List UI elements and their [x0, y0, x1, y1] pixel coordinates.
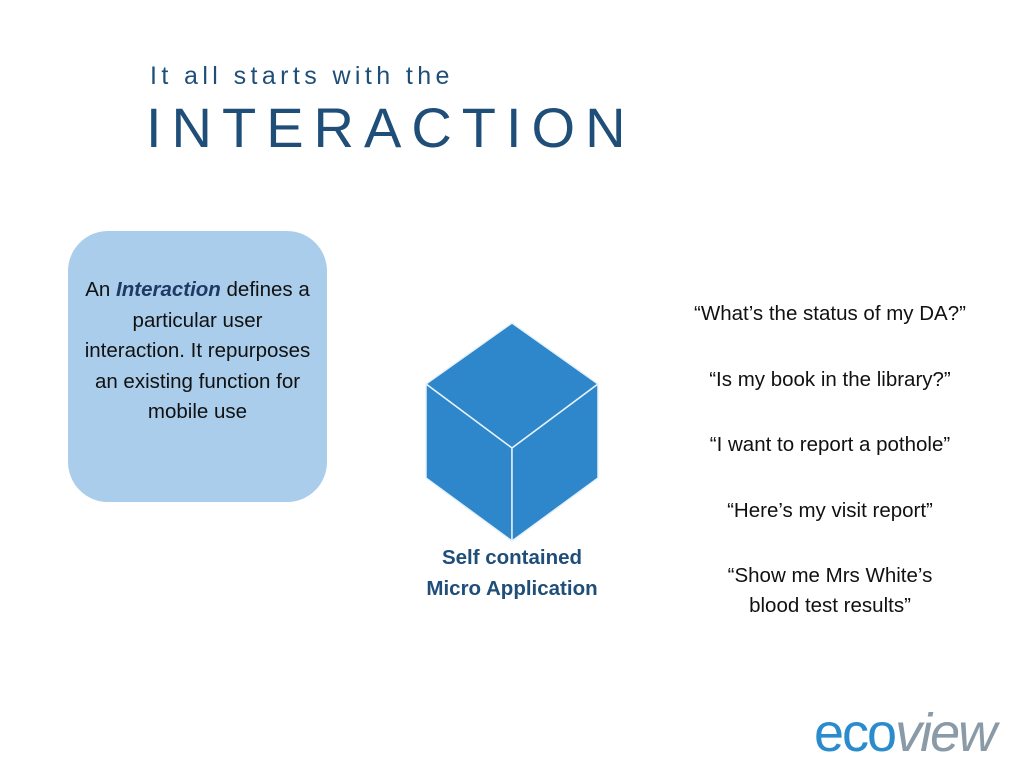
example-quote-line: “Here’s my visit report” — [727, 498, 933, 522]
logo-part-eco: eco — [814, 703, 897, 763]
definition-box: An Interaction defines a particular user… — [68, 231, 327, 502]
example-quote: “Is my book in the library?” — [660, 365, 1000, 395]
example-quote-line: “Show me Mrs White’s — [727, 564, 933, 587]
slide-title: INTERACTION — [146, 96, 636, 159]
definition-prefix: An — [85, 278, 117, 301]
example-quote: “What’s the status of my DA?” — [660, 299, 1000, 329]
definition-body: defines a particular user interaction. I… — [84, 278, 311, 423]
logo-part-view: view — [895, 703, 997, 763]
cube-label: Self contained Micro Application — [392, 543, 632, 604]
cube-label-line-1: Self contained — [441, 546, 583, 569]
cube-right-face — [511, 382, 599, 543]
example-quote-line: “What’s the status of my DA?” — [694, 302, 966, 325]
definition-emphasis: Interaction — [116, 278, 221, 301]
example-quote: “Show me Mrs White’s blood test results” — [660, 561, 1000, 621]
example-quotes: “What’s the status of my DA?” “Is my boo… — [660, 299, 1000, 657]
example-quote-line: blood test results” — [749, 594, 911, 617]
example-quote-line: “Is my book in the library?” — [709, 367, 951, 391]
slide-subtitle: It all starts with the — [150, 62, 454, 90]
example-quote-line: “I want to report a pothole” — [709, 433, 951, 456]
example-quote: “Here’s my visit report” — [660, 496, 1000, 526]
cube-icon — [424, 322, 600, 543]
example-quote: “I want to report a pothole” — [660, 430, 1000, 460]
cube-label-line-2: Micro Application — [426, 576, 598, 600]
ecoview-logo: ecoview — [814, 703, 997, 763]
